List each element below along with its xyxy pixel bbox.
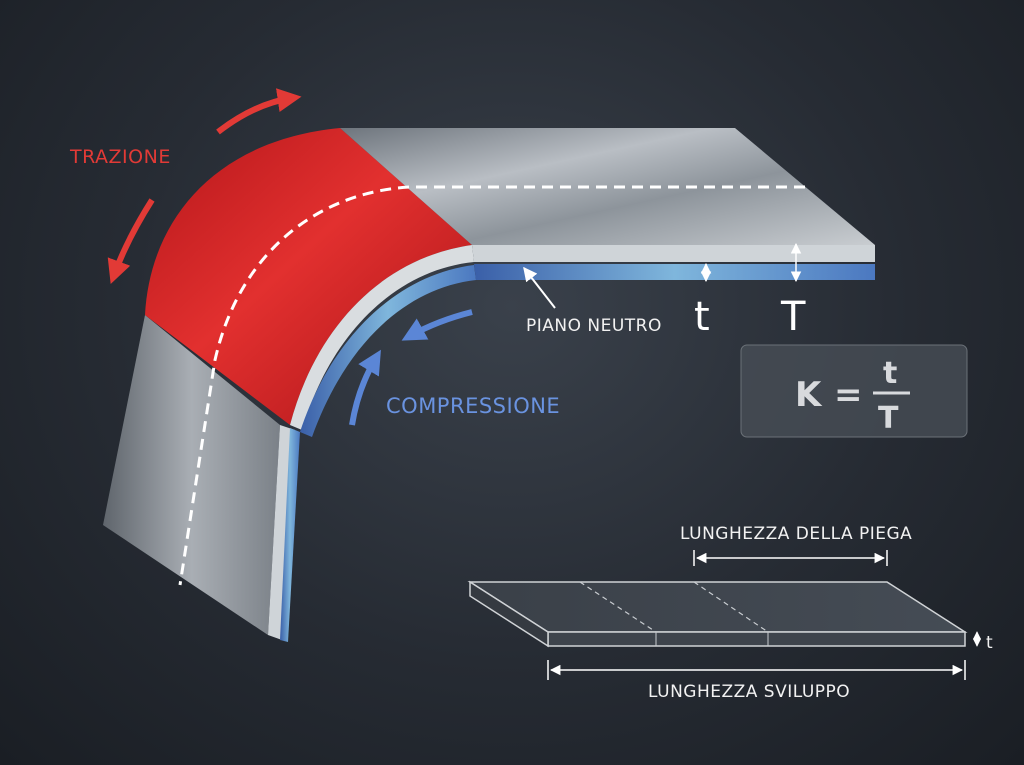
bend-inner-edge [290, 245, 474, 430]
compression-arrow-left [349, 349, 381, 426]
neutral-plane-label: PIANO NEUTRO [526, 316, 662, 336]
bend-zone-tension [145, 128, 472, 425]
flat-thickness-label: t [986, 633, 993, 653]
flat-sheet-front [547, 631, 966, 647]
bent-sheet [103, 128, 875, 642]
compression-arrow-top [401, 309, 473, 341]
bend-compression-edge [300, 265, 476, 437]
flat-pattern: LUNGHEZZA DELLA PIEGA LUNGHEZZA SVILUPPO… [467, 524, 993, 702]
compression-label: COMPRESSIONE [386, 394, 560, 418]
bend-line-1 [579, 581, 657, 633]
formula-k: K [795, 375, 823, 415]
flat-sheet-top [467, 581, 968, 633]
neutral-plane-pointer [523, 266, 556, 309]
formula-box [740, 344, 968, 438]
formula-denominator: T [878, 401, 899, 436]
small-t-label: t [694, 294, 710, 340]
horizontal-flange-blue-edge [474, 264, 875, 280]
neutral-plane-line [178, 185, 805, 586]
tension-arrow-top [216, 88, 302, 135]
vertical-leg-inner-edge [280, 428, 300, 642]
developed-length-label: LUNGHEZZA SVILUPPO [648, 682, 850, 702]
tension-arrow-left [107, 198, 155, 285]
horizontal-flange-top [340, 128, 875, 245]
flat-sheet-left [469, 580, 549, 648]
bend-length-label: LUNGHEZZA DELLA PIEGA [680, 524, 912, 544]
vertical-leg-face [103, 315, 280, 635]
big-t-letter: T [780, 294, 806, 340]
bend-line-2 [693, 581, 769, 633]
k-factor-formula: K = t T [740, 344, 968, 438]
tension-label: TRAZIONE [69, 146, 171, 168]
formula-numerator: t [883, 356, 897, 391]
horizontal-flange-edge [472, 245, 875, 262]
formula-equals: = [834, 375, 863, 415]
